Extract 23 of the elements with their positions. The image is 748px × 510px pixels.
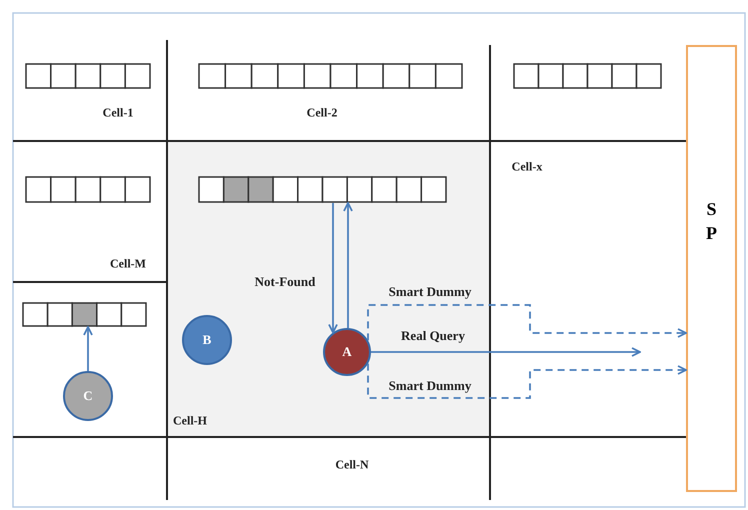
server-box: S P — [686, 45, 737, 492]
arrow — [343, 202, 353, 328]
cache-array — [25, 176, 151, 203]
arrow — [83, 326, 93, 371]
dashed-arrow — [367, 364, 687, 399]
arrow — [371, 347, 641, 357]
cell-label: Cell-N — [335, 458, 369, 472]
cache-array — [513, 63, 662, 89]
edge-label: Real Query — [399, 328, 467, 344]
cell-label: Cell-x — [512, 160, 542, 174]
cache-array — [22, 302, 147, 327]
circle-node: C — [63, 371, 113, 421]
cache-array — [198, 63, 463, 89]
dashed-arrow — [367, 304, 687, 340]
cache-array — [198, 176, 447, 203]
edge-label: Smart Dummy — [386, 378, 474, 394]
cell-label: Cell-2 — [306, 106, 338, 120]
arrow — [328, 203, 338, 334]
cell-label: Cell-1 — [102, 106, 134, 120]
cache-array — [25, 63, 151, 89]
edge-label: Smart Dummy — [386, 284, 474, 300]
cell-label: Cell-H — [173, 414, 207, 428]
cell-label: Cell-M — [110, 256, 146, 272]
